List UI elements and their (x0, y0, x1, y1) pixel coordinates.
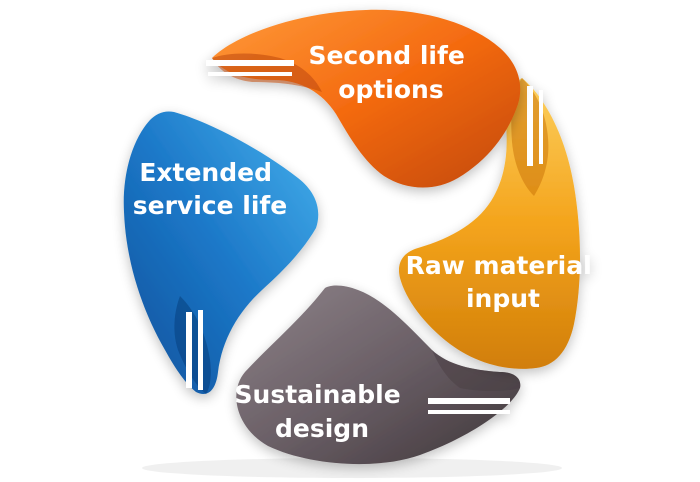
segment-raw-material-slit-right (539, 90, 543, 164)
label-extended-service-line-2: service life (133, 191, 287, 220)
segment-sustainable-design: Sustainable design (235, 285, 521, 465)
segment-sustainable-design-shape (236, 285, 521, 465)
segment-second-life-slit-top (206, 60, 294, 66)
label-raw-material-line-2: input (466, 284, 540, 313)
label-sustainable-design-line-2: design (275, 414, 369, 443)
segment-extended-service-slit-left (186, 312, 192, 388)
ground-shadow (142, 458, 562, 478)
segment-raw-material-slit-left (527, 86, 533, 166)
label-extended-service: Extended service life (133, 158, 287, 220)
segment-sustainable-design-slit-bottom (428, 410, 510, 414)
segment-extended-service-slit-right (198, 310, 203, 390)
label-sustainable-design-line-1: Sustainable (235, 380, 401, 409)
segment-second-life-shape (212, 9, 521, 188)
label-second-life: Second life options (308, 41, 473, 104)
label-extended-service-line-1: Extended (139, 158, 272, 187)
segment-raw-material: Raw material input (398, 78, 601, 369)
label-second-life-line-1: Second life (308, 41, 464, 70)
segment-sustainable-design-slit-top (428, 398, 510, 404)
label-sustainable-design: Sustainable design (235, 380, 410, 443)
segment-extended-service-shape (123, 111, 319, 394)
label-raw-material-line-1: Raw material (406, 251, 592, 280)
label-raw-material: Raw material input (406, 251, 601, 313)
segment-second-life: Second life options (206, 9, 521, 188)
segment-second-life-slit-bottom (208, 72, 292, 76)
label-second-life-line-2: options (338, 75, 443, 104)
segment-sustainable-design-fold (432, 350, 521, 391)
segment-extended-service: Extended service life (123, 111, 319, 394)
